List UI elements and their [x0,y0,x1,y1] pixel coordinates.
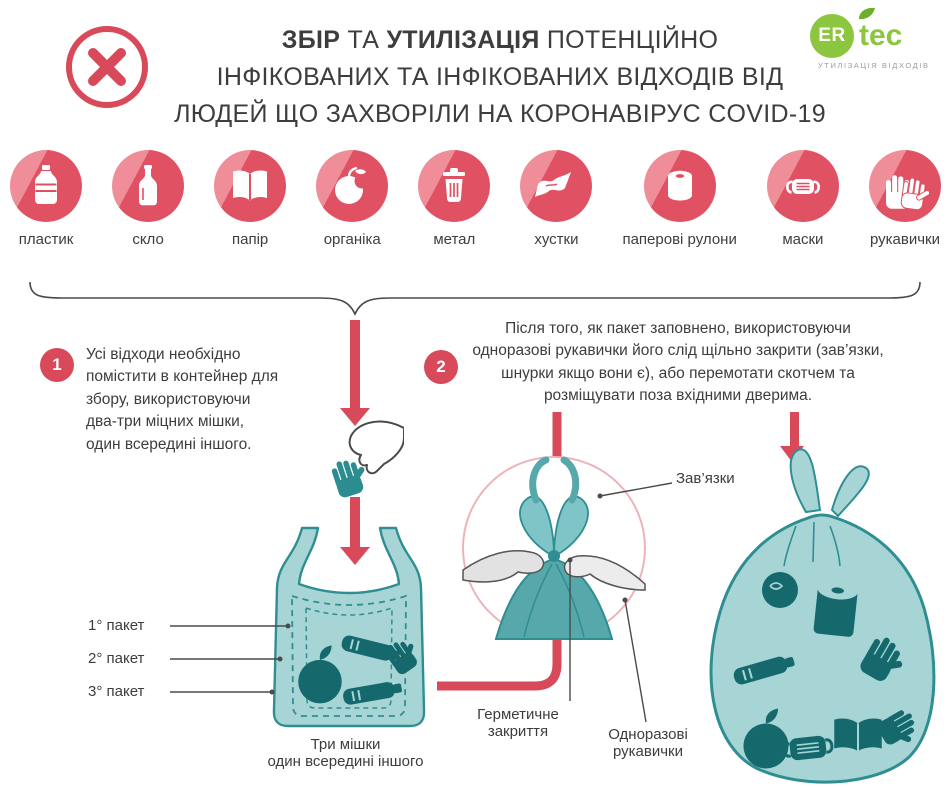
logo-tagline: УТИЛІЗАЦІЯ ВІДХОДІВ [818,61,930,70]
logo-er-circle: ER [810,14,854,58]
paper-book-icon [233,170,268,201]
bag-caption: Три мішки один всередині іншого [267,736,424,770]
tissue-icon [535,172,572,197]
glass-bottle-icon [139,165,158,206]
logo-tec-text: tec [859,19,903,52]
waste-label: паперові рулони [622,231,737,248]
waste-label: скло [132,231,164,248]
waste-item-plastic: пластик [10,150,82,248]
waste-circle [520,150,593,222]
leaf-icon [859,7,875,20]
waste-circle [766,150,839,222]
face-mask-icon [785,179,820,194]
title-line-3: ЛЮДЕЙ ЩО ЗАХВОРІЛИ НА КОРОНАВІРУС COVID-… [174,100,826,128]
ertec-logo: ER tec УТИЛІЗАЦІЯ ВІДХОДІВ [810,7,950,70]
title-rest: ПОТЕНЦІЙНО [539,26,719,54]
waste-item-tissues: хустки [520,150,593,248]
logo-row: ER tec [810,7,950,58]
waste-item-glass: скло [112,150,185,248]
waste-item-masks: маски [766,150,839,248]
waste-label: метал [433,231,476,248]
waste-circle [643,150,716,222]
trash-can-icon [443,168,466,202]
step-2-number: 2 [436,357,446,376]
waste-circle [418,150,491,222]
hand-glove-illustration [329,420,404,500]
step-1-text: Усі відходи необхідно помістити в контей… [86,346,279,453]
final-bag-illustration [709,448,936,784]
step-2-badge: 2 [424,350,458,384]
step-1-badge: 1 [40,348,74,382]
waste-item-gloves: рукавички [868,150,941,248]
waste-circle [214,150,287,222]
waste-circle [316,150,389,222]
title-line-2: ІНФІКОВАНИХ ТА ІНФІКОВАНИХ ВІДХОДІВ ВІД [216,63,784,91]
title-bold-utilization: УТИЛІЗАЦІЯ [386,26,540,54]
waste-label: маски [782,231,824,248]
waste-label: папір [232,231,269,248]
bag-layer-label-2: 2° пакет [88,650,145,667]
waste-item-paper: папір [214,150,287,248]
bag-layer-label-1: 1° пакет [88,617,145,634]
plastic-bottle-icon [35,165,57,204]
waste-item-metal: метал [418,150,491,248]
x-cross-icon [88,48,126,86]
disposable-gloves-label: Одноразові рукавички [608,726,688,760]
step-1-number: 1 [52,355,62,374]
waste-label: хустки [534,231,579,248]
waste-label: органіка [323,231,381,248]
waste-item-paper-rolls: паперові рулони [622,150,737,248]
waste-label: рукавички [869,231,940,248]
apple-organic-icon [335,166,370,204]
bag-layer-label-3: 3° пакет [88,683,145,700]
waste-circle [10,150,82,222]
ties-label: Зав’язки [676,470,735,487]
page-title: ЗБІР ТА УТИЛІЗАЦІЯ ПОТЕНЦІЙНО ІНФІКОВАНИ… [170,22,830,133]
title-line-1: ЗБІР ТА УТИЛІЗАЦІЯ ПОТЕНЦІЙНО [170,22,830,59]
toilet-roll-icon [667,170,692,201]
step-2-text: Після того, як пакет заповнено, використ… [472,320,884,405]
waste-circle [112,150,185,222]
title-mid: ТА [340,26,387,54]
waste-label: пластик [18,231,74,248]
waste-circle [868,150,941,222]
title-bold-zbir: ЗБІР [281,26,341,54]
waste-type-row: пластик скло папір [0,150,951,248]
tshirt-bag-illustration [272,526,426,728]
logo-er-text: ER [818,25,846,46]
prohibition-icon [66,26,148,108]
tying-hands-illustration [462,456,646,640]
seal-label: Герметичне закриття [477,706,559,740]
waste-item-organic: органіка [316,150,389,248]
